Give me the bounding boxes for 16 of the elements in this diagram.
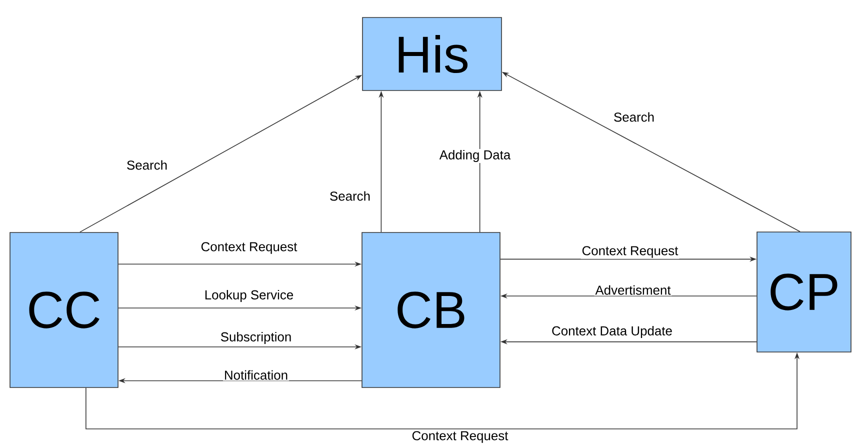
edge-label: Search xyxy=(126,159,169,171)
process-box: His xyxy=(362,17,502,91)
edge-label: Lookup Service xyxy=(203,288,295,304)
edge-label: Context Request xyxy=(580,245,680,259)
process-box: CP xyxy=(756,232,852,352)
edge-label: Subscription xyxy=(219,330,293,346)
edge-label: Adding Data xyxy=(438,148,512,164)
edge-label: Context Request xyxy=(200,241,298,255)
process-box: CB xyxy=(362,232,500,388)
edge-label: Search xyxy=(612,111,656,123)
edge-label: Context Data Update xyxy=(550,324,674,340)
edge-label: Context Request xyxy=(410,430,510,444)
process-box: CC xyxy=(10,232,118,388)
edge-label: Search xyxy=(328,190,372,202)
edge-label: Advertisment xyxy=(594,284,672,296)
edge-label: Notification xyxy=(222,369,290,381)
